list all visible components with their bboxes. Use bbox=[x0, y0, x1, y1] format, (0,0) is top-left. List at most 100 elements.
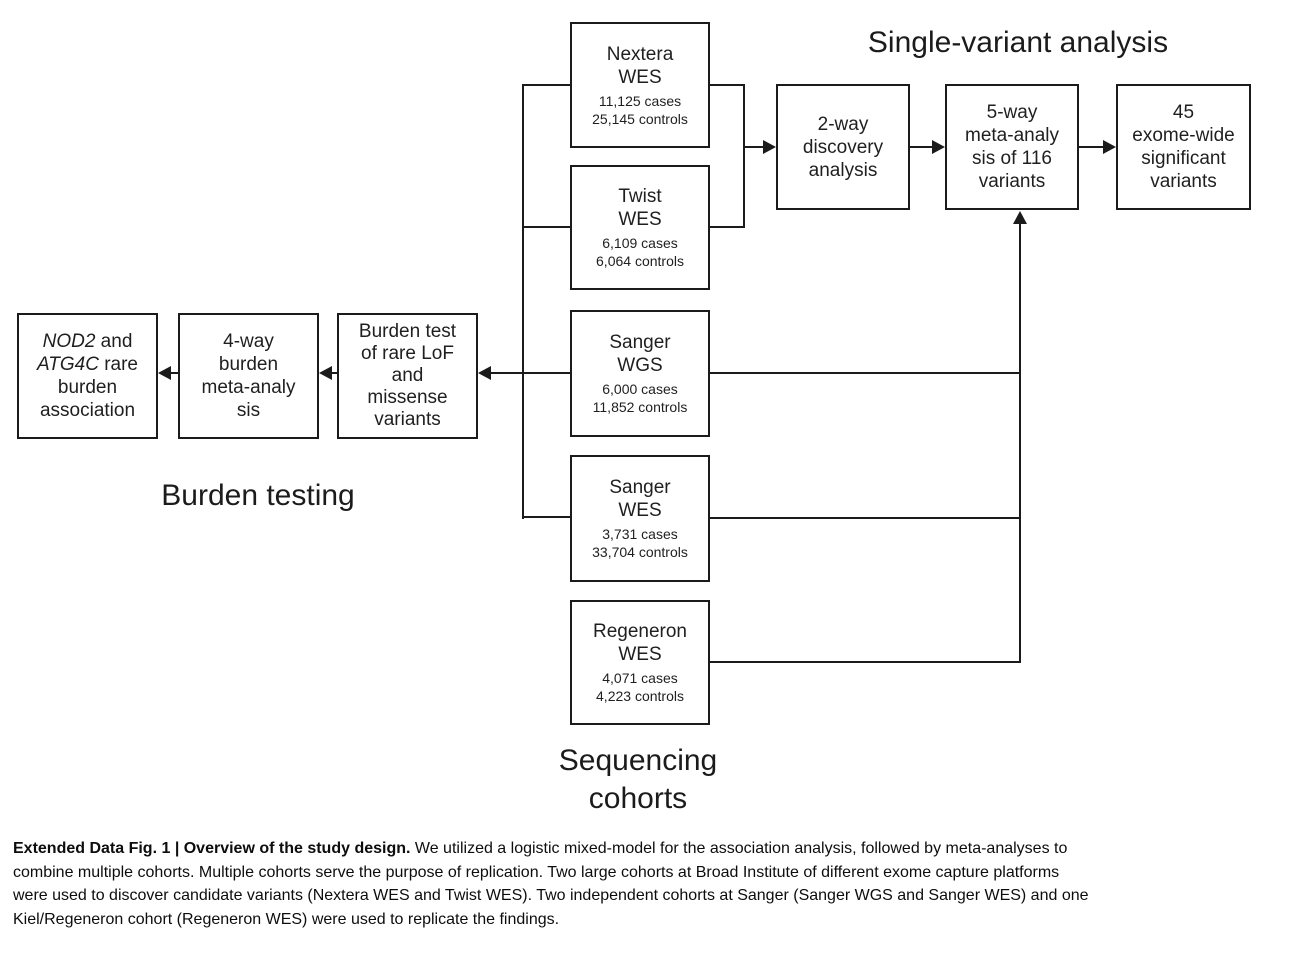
box-line: Burden test bbox=[358, 321, 457, 342]
analysis-box-45-significant: 45 exome-wide significant variants bbox=[1116, 84, 1251, 210]
cohort-cases: 4,071 cases bbox=[602, 670, 678, 686]
arrowhead-into-5way bbox=[932, 140, 945, 154]
analysis-box-2way-discovery: 2-way discovery analysis bbox=[776, 84, 910, 210]
box-line: significant bbox=[1141, 148, 1226, 169]
cohort-name: Regeneron bbox=[592, 621, 688, 642]
section-title-single-variant-analysis: Single-variant analysis bbox=[867, 26, 1169, 59]
connector-bus-twist-stub bbox=[522, 226, 572, 228]
connector-bus-nextera-stub bbox=[522, 84, 572, 86]
caption-bold-title: Extended Data Fig. 1 | Overview of the s… bbox=[13, 840, 411, 857]
section-title-sequencing-cohorts: Sequencing cohorts bbox=[488, 742, 788, 818]
burden-box-4way-meta: 4-way burden meta-analy sis bbox=[178, 313, 319, 439]
cohort-controls: 33,704 controls bbox=[592, 544, 688, 560]
connector-nextera-right-stub bbox=[708, 84, 745, 86]
cohort-platform: WES bbox=[618, 644, 662, 665]
box-line: 45 bbox=[1172, 102, 1195, 123]
connector-sanger-wes-to-5way bbox=[708, 517, 1021, 519]
cohort-box-nextera-wes: Nextera WES 11,125 cases 25,145 controls bbox=[570, 22, 710, 148]
box-line: analysis bbox=[808, 159, 878, 181]
caption-line-2: combine multiple cohorts. Multiple cohor… bbox=[13, 863, 1060, 881]
box-line: burden bbox=[57, 377, 118, 398]
box-line: missense bbox=[367, 387, 448, 408]
gene-atg4c: ATG4C bbox=[36, 354, 99, 375]
arrowhead-into-45 bbox=[1103, 140, 1116, 154]
cohort-controls: 25,145 controls bbox=[592, 110, 688, 127]
arrowhead-into-2way-discovery bbox=[763, 140, 776, 154]
connector-bus-to-burden-test bbox=[491, 372, 572, 374]
box-line: sis of 116 bbox=[972, 148, 1052, 169]
cohort-box-twist-wes: Twist WES 6,109 cases 6,064 controls bbox=[570, 165, 710, 290]
box-line: NOD2 and bbox=[43, 330, 133, 353]
cohort-cases: 6,000 cases bbox=[602, 381, 678, 397]
analysis-box-5way-meta: 5-way meta-analy sis of 116 variants bbox=[945, 84, 1079, 210]
sequencing-cohorts-line2: cohorts bbox=[588, 782, 688, 815]
caption-line-1: Extended Data Fig. 1 | Overview of the s… bbox=[13, 837, 1293, 861]
gene-nod2: NOD2 bbox=[42, 331, 96, 352]
cohort-box-sanger-wes: Sanger WES 3,731 cases 33,704 controls bbox=[570, 455, 710, 582]
cohort-stats: 6,109 cases 6,064 controls bbox=[596, 234, 684, 270]
box-line: exome-wide bbox=[1132, 125, 1235, 146]
cohort-controls: 11,852 controls bbox=[592, 399, 688, 415]
connector-4way-to-result bbox=[171, 372, 179, 374]
cohort-platform: WGS bbox=[617, 355, 663, 376]
connector-burden-test-to-4way bbox=[332, 372, 339, 374]
cohort-name: Sanger bbox=[609, 332, 671, 353]
box-line: 2-way bbox=[817, 113, 869, 135]
caption-line-4: Kiel/Regeneron cohort (Regeneron WES) we… bbox=[13, 910, 560, 928]
box-line: 4-way bbox=[223, 331, 274, 352]
sequencing-cohorts-line1: Sequencing bbox=[558, 744, 718, 777]
box-line: discovery bbox=[802, 136, 884, 158]
caption-line-3: were used to discover candidate variants… bbox=[13, 887, 1089, 904]
box-line: variants bbox=[374, 409, 441, 430]
connector-twist-right-stub bbox=[708, 226, 745, 228]
box-line: 5-way bbox=[986, 102, 1038, 123]
box-line: meta-analy bbox=[965, 125, 1059, 146]
box-line: burden bbox=[218, 354, 279, 375]
caption-line-1-rest: We utilized a logistic mixed-model for t… bbox=[410, 840, 1068, 857]
cohort-platform: WES bbox=[618, 209, 662, 230]
arrowhead-up-into-5way bbox=[1013, 211, 1027, 224]
cohort-name: Nextera bbox=[606, 43, 674, 65]
connector-sanger-wgs-to-5way bbox=[708, 372, 1021, 374]
cohort-name: Sanger bbox=[609, 477, 671, 498]
connector-replication-vertical bbox=[1019, 224, 1021, 663]
box-line: variants bbox=[1150, 171, 1217, 192]
cohort-stats: 11,125 cases 25,145 controls bbox=[592, 92, 688, 128]
box-line-text: and bbox=[95, 331, 133, 352]
cohort-cases: 3,731 cases bbox=[602, 526, 678, 542]
box-line: ATG4C rare bbox=[37, 353, 138, 376]
box-line: meta-analy bbox=[201, 377, 296, 398]
figure-caption: Extended Data Fig. 1 | Overview of the s… bbox=[13, 837, 1293, 931]
cohort-cases: 11,125 cases bbox=[598, 92, 682, 109]
cohort-stats: 6,000 cases 11,852 controls bbox=[593, 380, 688, 416]
cohort-cases: 6,109 cases bbox=[602, 235, 678, 251]
connector-burden-bus-vertical bbox=[522, 84, 524, 519]
burden-box-nod2-atg4c: NOD2 and ATG4C rare burden association bbox=[17, 313, 158, 439]
cohort-box-sanger-wgs: Sanger WGS 6,000 cases 11,852 controls bbox=[570, 310, 710, 437]
connector-to-discovery bbox=[743, 146, 765, 148]
cohort-stats: 3,731 cases 33,704 controls bbox=[592, 525, 688, 561]
cohort-controls: 4,223 controls bbox=[596, 688, 684, 704]
section-title-burden-testing: Burden testing bbox=[161, 479, 355, 512]
box-line: variants bbox=[978, 171, 1046, 192]
box-line: association bbox=[39, 400, 136, 421]
box-line-text: rare bbox=[98, 354, 138, 375]
connector-2way-to-5way bbox=[910, 146, 933, 148]
box-line: of rare LoF bbox=[361, 343, 454, 364]
arrowhead-into-result bbox=[158, 366, 171, 380]
arrowhead-into-burden-test bbox=[478, 366, 491, 380]
box-line: and bbox=[391, 365, 424, 386]
burden-box-burden-test: Burden test of rare LoF and missense var… bbox=[337, 313, 478, 439]
connector-5way-to-45 bbox=[1079, 146, 1104, 148]
connector-regeneron-to-5way bbox=[708, 661, 1021, 663]
cohort-name: Twist bbox=[618, 186, 662, 207]
cohort-controls: 6,064 controls bbox=[596, 253, 684, 269]
connector-discovery-vertical bbox=[743, 84, 745, 228]
connector-bus-sanger-wes-stub bbox=[522, 516, 572, 518]
box-line: sis bbox=[236, 400, 261, 421]
cohort-platform: WES bbox=[618, 66, 662, 88]
arrowhead-into-4way bbox=[319, 366, 332, 380]
cohort-platform: WES bbox=[618, 500, 662, 521]
cohort-stats: 4,071 cases 4,223 controls bbox=[596, 669, 684, 705]
